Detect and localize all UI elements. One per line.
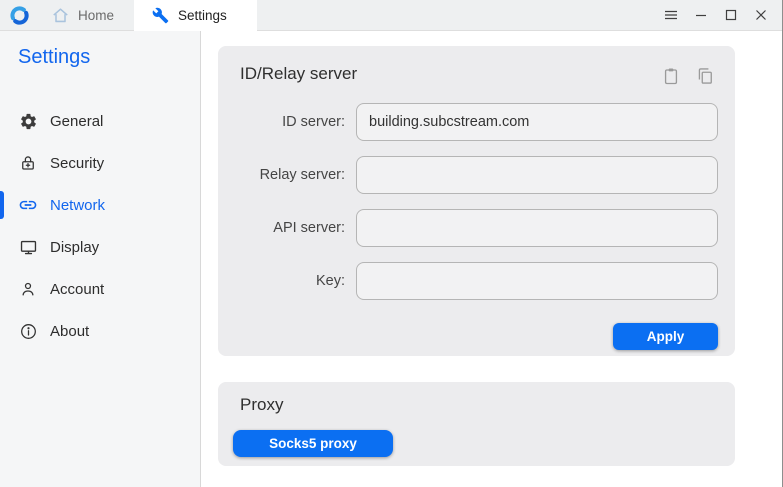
home-icon — [50, 5, 70, 25]
api-server-input[interactable] — [356, 209, 718, 247]
link-icon — [18, 195, 38, 215]
form-row-id-server: ID server: — [218, 102, 718, 142]
key-input[interactable] — [356, 262, 718, 300]
tab-home[interactable]: Home — [40, 0, 134, 30]
tab-home-label: Home — [78, 7, 115, 23]
relay-server-label: Relay server: — [259, 167, 345, 183]
sidebar-item-about[interactable]: About — [0, 310, 200, 352]
api-server-label: API server: — [273, 220, 345, 236]
maximize-icon — [725, 9, 737, 21]
sidebar-item-label: General — [50, 112, 104, 130]
proxy-card: Proxy Socks5 proxy — [218, 382, 735, 466]
card-title: ID/Relay server — [240, 64, 358, 83]
close-button[interactable] — [748, 2, 774, 28]
sidebar-item-label: Display — [50, 238, 100, 256]
form-row-api-server: API server: — [218, 208, 718, 248]
sidebar-item-network[interactable]: Network — [0, 184, 200, 226]
sidebar-item-label: Account — [50, 280, 105, 298]
wrench-icon — [150, 6, 170, 26]
form-row-relay-server: Relay server: — [218, 155, 718, 195]
sidebar-item-security[interactable]: Security — [0, 142, 200, 184]
hamburger-icon — [664, 9, 678, 21]
minimize-button[interactable] — [688, 2, 714, 28]
tab-settings-label: Settings — [178, 8, 227, 23]
sidebar-item-label: Security — [50, 154, 105, 172]
paste-icon[interactable] — [661, 66, 681, 86]
sidebar-item-display[interactable]: Display — [0, 226, 200, 268]
id-server-input[interactable] — [356, 103, 718, 141]
settings-main-panel: ID/Relay server — [201, 31, 782, 487]
copy-icon[interactable] — [695, 66, 715, 86]
sidebar-item-general[interactable]: General — [0, 100, 200, 142]
lock-icon — [18, 153, 38, 173]
window-controls — [658, 0, 782, 30]
maximize-button[interactable] — [718, 2, 744, 28]
socks5-proxy-button[interactable]: Socks5 proxy — [233, 430, 393, 457]
apply-button[interactable]: Apply — [613, 323, 718, 350]
proxy-card-title: Proxy — [240, 395, 284, 414]
sidebar-title: Settings — [18, 46, 91, 68]
menu-button[interactable] — [658, 2, 684, 28]
sidebar-item-label: About — [50, 322, 90, 340]
relay-server-input[interactable] — [356, 156, 718, 194]
rustdesk-logo-icon — [0, 0, 40, 30]
close-icon — [755, 9, 767, 21]
selected-indicator — [0, 191, 4, 219]
minimize-icon — [695, 9, 707, 21]
titlebar: Home Settings — [0, 0, 782, 31]
sidebar-item-label: Network — [50, 196, 106, 214]
monitor-icon — [18, 237, 38, 257]
person-icon — [18, 279, 38, 299]
form-row-key: Key: — [218, 261, 718, 301]
tab-settings[interactable]: Settings — [134, 0, 257, 31]
sidebar-nav: General Security — [0, 100, 200, 352]
id-server-label: ID server: — [282, 114, 345, 130]
info-icon — [18, 321, 38, 341]
gear-icon — [18, 111, 38, 131]
settings-sidebar: Settings General — [0, 31, 201, 487]
key-label: Key: — [315, 273, 345, 289]
sidebar-item-account[interactable]: Account — [0, 268, 200, 310]
id-relay-server-card: ID/Relay server — [218, 46, 735, 356]
